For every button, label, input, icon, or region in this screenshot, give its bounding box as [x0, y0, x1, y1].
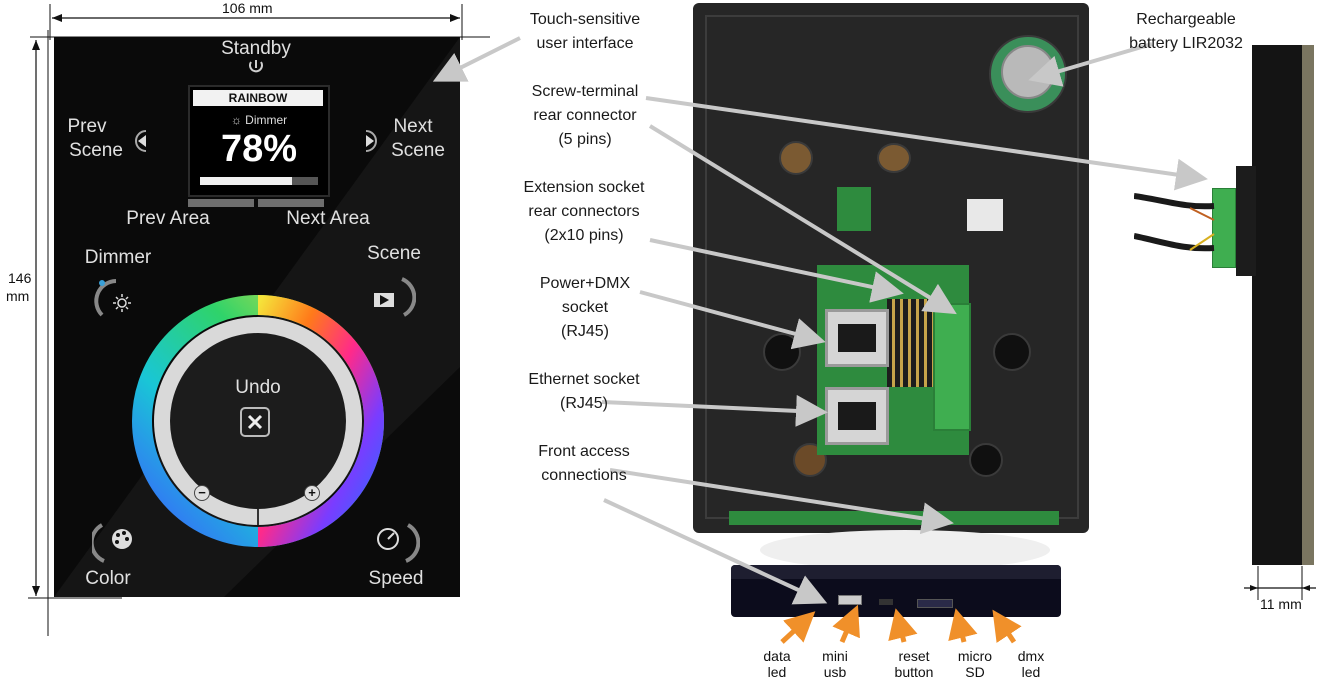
- mount-hole: [793, 443, 827, 477]
- screen-mode-label: Dimmer: [245, 113, 288, 127]
- prev-scene-icon[interactable]: [130, 129, 152, 153]
- mount-hole: [877, 143, 911, 173]
- mini-usb-label-2: usb: [823, 664, 847, 680]
- reset-button-label-1: reset: [898, 648, 930, 664]
- rj45-mouth: [838, 402, 876, 430]
- screen-level-bar: [200, 177, 318, 185]
- battery-cell: [1001, 45, 1055, 99]
- height-dimension-value: 146: [8, 270, 32, 286]
- front-access-label-1: Front access: [538, 443, 630, 460]
- screw-terminal-connector: [933, 303, 971, 431]
- front-pcb-strip: [729, 511, 1059, 525]
- oled-screen: RAINBOW ☼ Dimmer 78%: [188, 85, 330, 197]
- power-icon[interactable]: [245, 58, 267, 76]
- next-area-label: Next Area: [286, 208, 370, 229]
- minus-button[interactable]: −: [194, 485, 210, 501]
- cable: [1134, 193, 1215, 252]
- data-led-label-2: led: [767, 664, 787, 680]
- power-dmx-label-3: (RJ45): [560, 323, 609, 340]
- ethernet-label-2: (RJ45): [559, 395, 608, 412]
- touch-interface-label-1: Touch-sensitive: [529, 11, 641, 28]
- undo-label: Undo: [235, 377, 281, 398]
- screen-title: RAINBOW: [193, 90, 323, 106]
- screw-terminal-label-1: Screw-terminal: [531, 83, 639, 100]
- power-dmx-label-2: socket: [561, 299, 609, 316]
- power-dmx-rj45-socket: [825, 309, 889, 367]
- scene-label: Scene: [367, 243, 421, 264]
- next-area-button[interactable]: [258, 199, 324, 207]
- screen-mode: ☼ Dimmer: [230, 113, 288, 127]
- next-scene-label-2: Scene: [391, 140, 445, 161]
- id-sticker: [967, 199, 1003, 231]
- plus-button[interactable]: +: [304, 485, 320, 501]
- front-touch-panel: Standby RAINBOW ☼ Dimmer 78% Prev Scene …: [54, 37, 460, 597]
- extension-socket-label-2: rear connectors: [528, 203, 640, 220]
- mount-hole: [779, 141, 813, 175]
- depth-dimension-label: 11 mm: [1260, 596, 1302, 612]
- mount-hole: [993, 333, 1031, 371]
- side-connector-housing: [1236, 166, 1256, 276]
- power-dmx-label-1: Power+DMX: [539, 275, 631, 292]
- screen-value: 78%: [220, 128, 298, 170]
- width-dimension-label: 106 mm: [222, 0, 273, 16]
- dimmer-button[interactable]: [92, 275, 140, 321]
- rj45-mouth: [838, 324, 876, 352]
- color-button[interactable]: [92, 521, 140, 565]
- color-label: Color: [85, 568, 131, 589]
- speed-label: Speed: [368, 568, 424, 589]
- prev-area-label: Prev Area: [126, 208, 210, 229]
- battery-label-1: Rechargeable: [1136, 11, 1236, 28]
- height-dimension-unit: mm: [6, 288, 30, 304]
- side-profile: [1252, 45, 1314, 565]
- front-access-label-2: connections: [541, 467, 627, 484]
- dimmer-label: Dimmer: [84, 247, 152, 268]
- scene-button[interactable]: [364, 273, 416, 321]
- micro-sd-slot[interactable]: [917, 599, 953, 608]
- ethernet-rj45-socket: [825, 387, 889, 445]
- prev-scene-label-1: Prev: [67, 116, 107, 137]
- mini-usb-port[interactable]: [838, 595, 862, 605]
- dmx-led-label-1: dmx: [1017, 648, 1045, 664]
- dmx-led-label-2: led: [1021, 664, 1041, 680]
- screen-level-fill: [200, 177, 293, 185]
- battery-label-2: battery LIR2032: [1129, 35, 1243, 52]
- touch-interface-label-2: user interface: [536, 35, 634, 52]
- mini-usb-label-1: mini: [822, 648, 848, 664]
- prev-scene-label-2: Scene: [69, 140, 123, 161]
- screw-terminal-label-2: rear connector: [533, 107, 637, 124]
- standby-label: Standby: [221, 38, 291, 59]
- side-green-terminal: [1212, 188, 1236, 268]
- mount-hole: [969, 443, 1003, 477]
- prev-area-button[interactable]: [188, 199, 254, 207]
- extension-socket-label-1: Extension socket: [523, 179, 645, 196]
- edge-glow: [760, 530, 1050, 570]
- next-scene-label-1: Next: [393, 116, 433, 137]
- data-led-label-1: data: [763, 648, 791, 664]
- undo-button[interactable]: [240, 407, 272, 437]
- reset-button-label-2: button: [894, 664, 934, 680]
- small-pcb: [837, 187, 871, 231]
- screw-terminal-label-3: (5 pins): [558, 131, 612, 148]
- speed-button[interactable]: [372, 521, 420, 565]
- reset-button-port[interactable]: [879, 599, 893, 605]
- next-scene-icon[interactable]: [360, 129, 382, 153]
- ethernet-label-1: Ethernet socket: [528, 371, 640, 388]
- micro-sd-label-2: SD: [965, 664, 985, 680]
- extension-socket-label-3: (2x10 pins): [544, 227, 624, 244]
- micro-sd-label-1: micro: [957, 648, 993, 664]
